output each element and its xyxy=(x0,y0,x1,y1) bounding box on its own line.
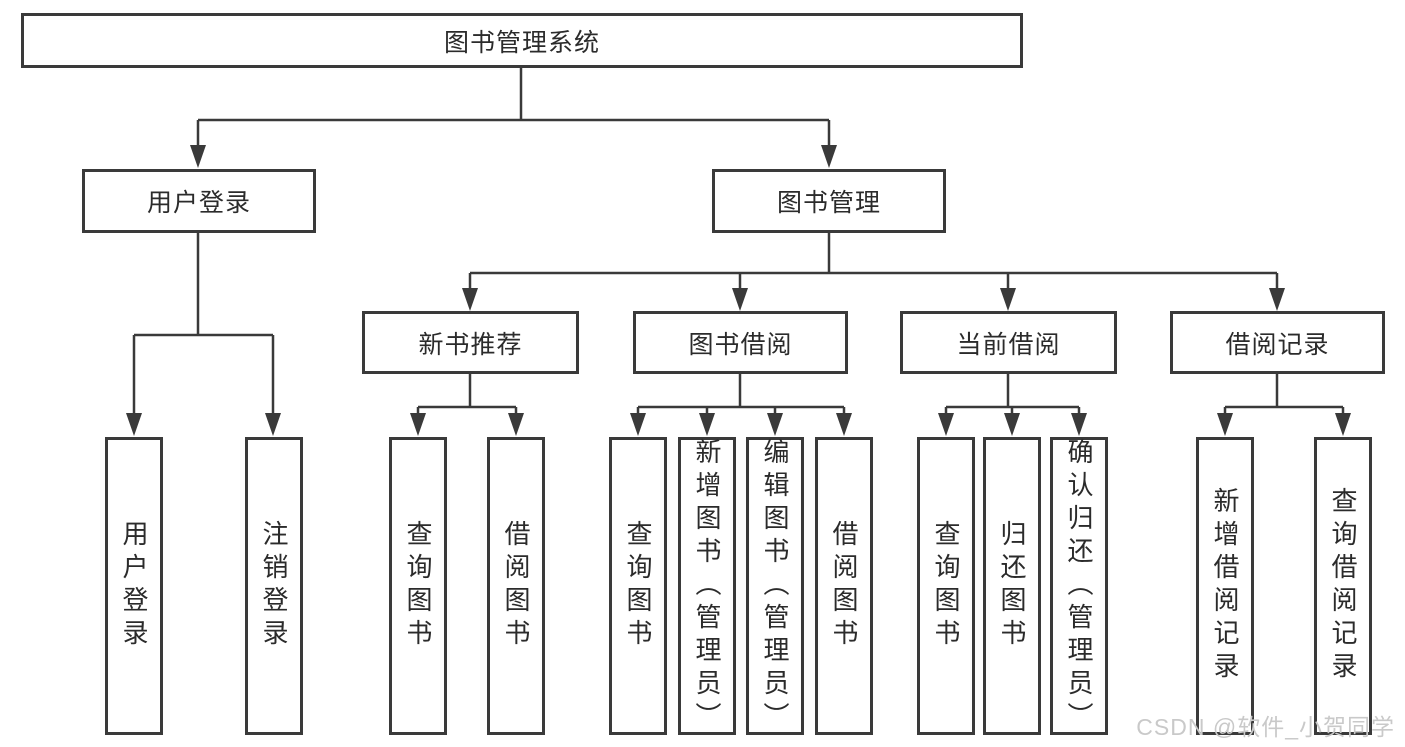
edges-new-book-recommend-to-leaves xyxy=(416,374,518,416)
leaf-query-borrow-record: 查询借阅记录 xyxy=(1314,437,1372,735)
leaf-borrow-books-recommend: 借阅图书 xyxy=(487,437,545,735)
arrowhead-icon xyxy=(630,413,646,436)
edges-current-borrow-to-leaves xyxy=(944,374,1081,416)
leaf-label: 查询图书 xyxy=(931,520,961,652)
leaf-label: 用户登录 xyxy=(119,520,149,652)
leaf-label: 确认归还（管理员） xyxy=(1064,437,1094,735)
arrowhead-icon xyxy=(1269,288,1285,311)
node-current-borrow: 当前借阅 xyxy=(900,311,1117,374)
arrowhead-icon xyxy=(410,413,426,436)
leaf-label: 借阅图书 xyxy=(501,520,531,652)
edges-book-management-to-level3 xyxy=(468,233,1279,291)
arrowheads xyxy=(126,145,1351,436)
arrowhead-icon xyxy=(265,413,281,436)
leaf-label: 查询借阅记录 xyxy=(1328,487,1358,685)
leaf-label: 注销登录 xyxy=(259,520,289,652)
node-user-login: 用户登录 xyxy=(82,169,316,233)
leaf-add-book-admin: 新增图书（管理员） xyxy=(678,437,736,735)
leaf-query-books-recommend: 查询图书 xyxy=(389,437,447,735)
arrowhead-icon xyxy=(1000,288,1016,311)
node-root: 图书管理系统 xyxy=(21,13,1023,68)
leaf-label: 编辑图书（管理员） xyxy=(760,437,790,735)
leaf-edit-book-admin: 编辑图书（管理员） xyxy=(746,437,804,735)
arrowhead-icon xyxy=(126,413,142,436)
leaf-label: 查询图书 xyxy=(403,520,433,652)
leaf-query-books-borrow: 查询图书 xyxy=(609,437,667,735)
leaf-label: 新增借阅记录 xyxy=(1210,487,1240,685)
leaf-add-borrow-record: 新增借阅记录 xyxy=(1196,437,1254,735)
edges-root-to-level2 xyxy=(196,68,831,148)
edges-user-login-to-leaves xyxy=(132,233,275,416)
arrowhead-icon xyxy=(836,413,852,436)
csdn-watermark: CSDN @软件_小贺同学 xyxy=(1136,714,1395,740)
arrowhead-icon xyxy=(767,413,783,436)
edges-borrow-records-to-leaves xyxy=(1223,374,1345,416)
leaf-confirm-return-admin: 确认归还（管理员） xyxy=(1050,437,1108,735)
leaf-label: 借阅图书 xyxy=(829,520,859,652)
node-book-management: 图书管理 xyxy=(712,169,946,233)
node-new-book-recommend: 新书推荐 xyxy=(362,311,579,374)
leaf-query-books-current: 查询图书 xyxy=(917,437,975,735)
leaf-logout: 注销登录 xyxy=(245,437,303,735)
arrowhead-icon xyxy=(1071,413,1087,436)
arrowhead-icon xyxy=(1335,413,1351,436)
arrowhead-icon xyxy=(699,413,715,436)
arrowhead-icon xyxy=(190,145,206,168)
leaf-label: 新增图书（管理员） xyxy=(692,437,722,735)
arrowhead-icon xyxy=(938,413,954,436)
leaf-user-login: 用户登录 xyxy=(105,437,163,735)
leaf-label: 归还图书 xyxy=(997,520,1027,652)
arrowhead-icon xyxy=(732,288,748,311)
arrowhead-icon xyxy=(1217,413,1233,436)
leaf-borrow-books: 借阅图书 xyxy=(815,437,873,735)
leaf-label: 查询图书 xyxy=(623,520,653,652)
arrowhead-icon xyxy=(508,413,524,436)
arrowhead-icon xyxy=(821,145,837,168)
node-book-borrow: 图书借阅 xyxy=(633,311,848,374)
arrowhead-icon xyxy=(1004,413,1020,436)
arrowhead-icon xyxy=(462,288,478,311)
leaf-return-book: 归还图书 xyxy=(983,437,1041,735)
edges-book-borrow-to-leaves xyxy=(636,374,846,416)
node-borrow-records: 借阅记录 xyxy=(1170,311,1385,374)
